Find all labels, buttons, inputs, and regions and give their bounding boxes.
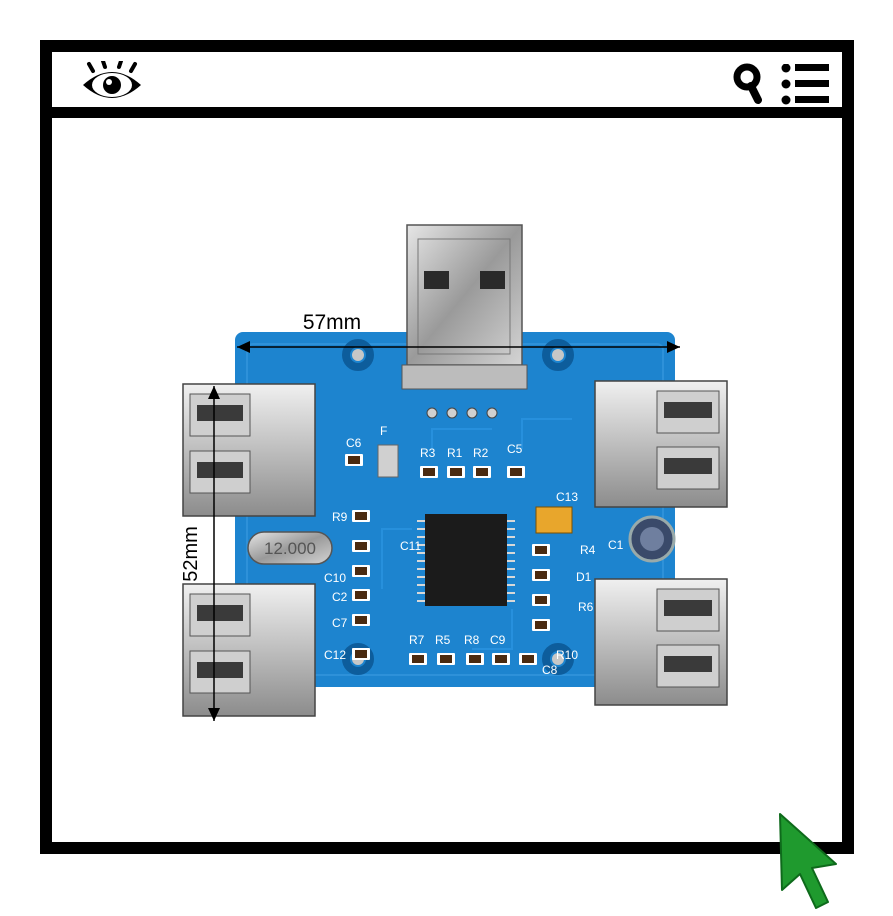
svg-text:D1: D1 — [576, 570, 592, 584]
svg-text:C11: C11 — [400, 539, 421, 553]
svg-text:R8: R8 — [464, 633, 480, 647]
svg-text:C2: C2 — [332, 590, 348, 604]
svg-text:C10: C10 — [324, 571, 346, 585]
svg-text:R2: R2 — [473, 446, 489, 460]
svg-text:C8: C8 — [542, 663, 558, 677]
width-dimension-label: 57mm — [303, 311, 361, 334]
svg-text:R3: R3 — [420, 446, 436, 460]
browser-window: 12.000 — [40, 40, 854, 854]
usb-hub-photo: 12.000 — [180, 224, 728, 721]
crystal-label: 12.000 — [264, 539, 316, 558]
content-area: 12.000 — [52, 129, 842, 842]
svg-text:C12: C12 — [324, 648, 346, 662]
svg-text:R9: R9 — [332, 510, 348, 524]
svg-text:C5: C5 — [507, 442, 523, 456]
cursor-icon — [779, 813, 837, 909]
svg-text:C9: C9 — [490, 633, 506, 647]
menu-icon[interactable] — [781, 64, 831, 108]
search-icon[interactable] — [732, 62, 766, 106]
svg-text:R7: R7 — [409, 633, 425, 647]
svg-text:C6: C6 — [346, 436, 362, 450]
svg-text:R5: R5 — [435, 633, 451, 647]
svg-text:R4: R4 — [580, 543, 596, 557]
svg-text:R6: R6 — [578, 600, 594, 614]
svg-text:R10: R10 — [556, 648, 578, 662]
svg-text:C1: C1 — [608, 538, 624, 552]
eye-icon[interactable] — [81, 61, 143, 105]
height-dimension-label: 52mm — [180, 526, 202, 582]
svg-text:C13: C13 — [556, 490, 578, 504]
svg-text:C7: C7 — [332, 616, 348, 630]
svg-text:R1: R1 — [447, 446, 463, 460]
toolbar — [52, 52, 842, 118]
svg-text:F: F — [380, 424, 387, 438]
